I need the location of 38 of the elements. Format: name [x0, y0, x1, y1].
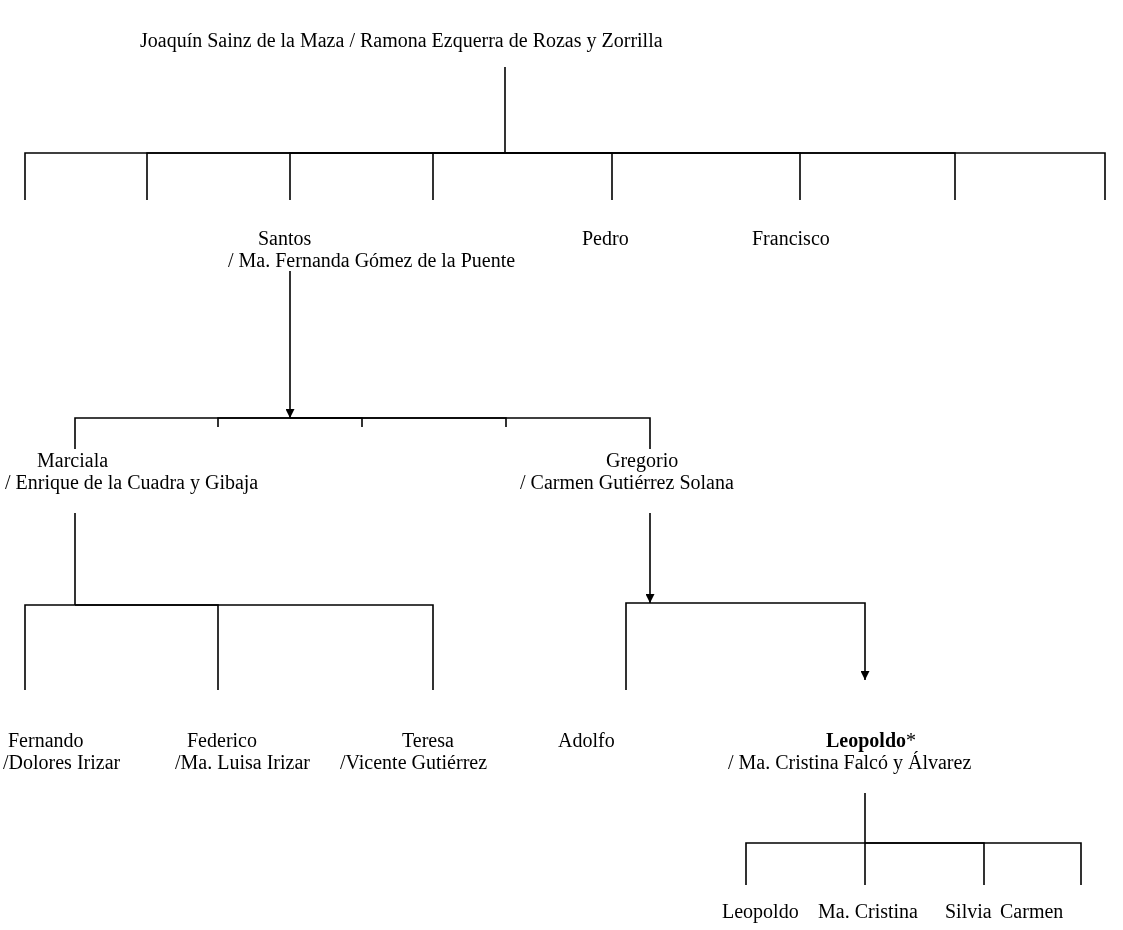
- person-name: Silvia: [945, 900, 992, 922]
- connector-line: [504, 66, 506, 154]
- connector-line: [432, 152, 506, 201]
- connector-line: [289, 417, 651, 450]
- person-name: Gregorio: [606, 449, 679, 471]
- spouse-name: / Ma. Fernanda Gómez de la Puente: [228, 249, 516, 271]
- connector-line: [217, 417, 291, 428]
- connector-line: [745, 842, 866, 886]
- spouse-name: /Ma. Luisa Irizar: [175, 751, 310, 773]
- person-name: Carmen: [1000, 900, 1064, 922]
- connector-line: [649, 602, 870, 681]
- spouse-name: / Carmen Gutiérrez Solana: [520, 471, 734, 493]
- person-name: Federico: [187, 729, 257, 751]
- connector-line: [864, 842, 1082, 886]
- connector-line: [24, 604, 76, 691]
- connector-line: [74, 604, 434, 691]
- spouse-name: /Dolores Irizar: [3, 751, 121, 773]
- connector-line: [504, 152, 1106, 201]
- connector-line: [625, 602, 651, 691]
- connector-line: [864, 792, 866, 844]
- person-name: Leopoldo*: [826, 729, 917, 751]
- person-name: Santos: [258, 227, 312, 249]
- spouse-name: / Ma. Cristina Falcó y Álvarez: [728, 751, 972, 773]
- connector-line: [864, 842, 866, 886]
- connector-line: [285, 270, 295, 419]
- person-name: Francisco: [752, 227, 830, 249]
- spouse-name: / Enrique de la Cuadra y Gibaja: [5, 471, 259, 493]
- person-name: Pedro: [582, 227, 629, 249]
- connector-line: [74, 512, 76, 606]
- person-name: Adolfo: [558, 729, 615, 751]
- connector-line: [645, 512, 655, 604]
- person-name: Marciala: [37, 449, 109, 471]
- spouse-name: /Vicente Gutiérrez: [340, 751, 488, 773]
- person-name: Leopoldo: [722, 900, 799, 922]
- person-name: Fernando: [8, 729, 84, 751]
- person-name: Ma. Cristina: [818, 900, 918, 922]
- person-name: Teresa: [402, 729, 454, 751]
- person-name: Joaquín Sainz de la Maza / Ramona Ezquerra de Rozas y Zorrilla: [140, 29, 663, 51]
